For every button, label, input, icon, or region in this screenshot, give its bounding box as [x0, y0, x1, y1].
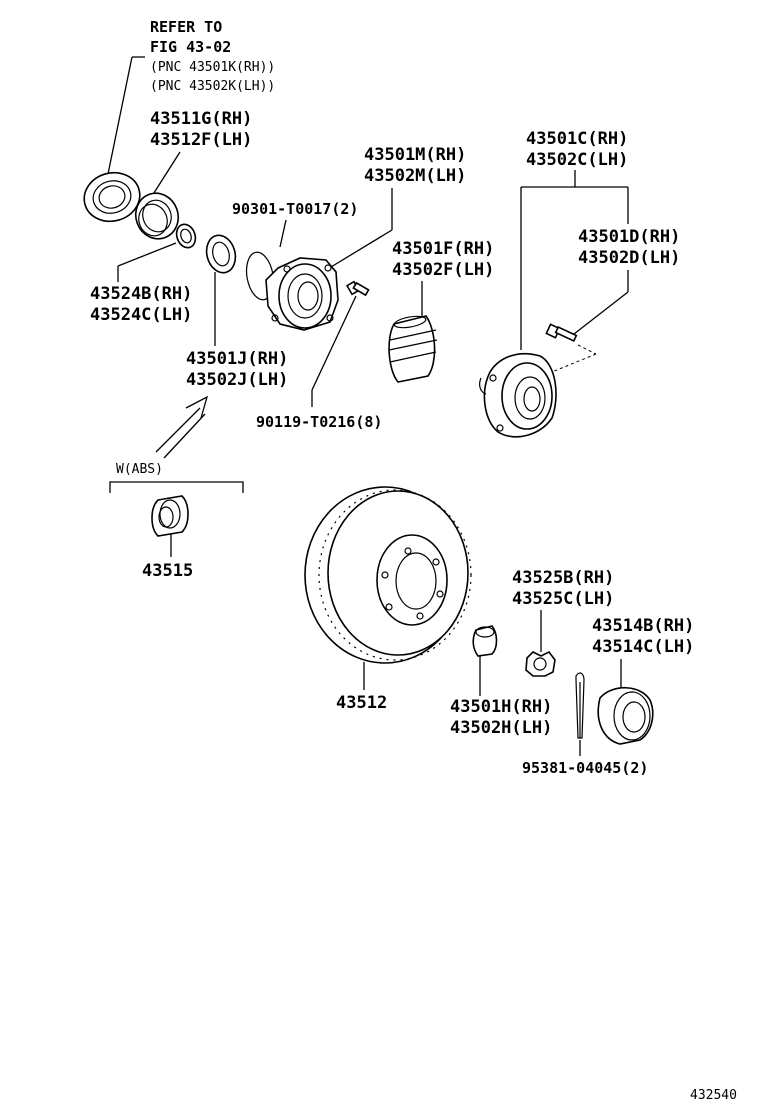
label-43501j: 43501J(RH): [186, 349, 288, 369]
label-43502c: 43502C(LH): [526, 150, 628, 170]
figure-id: 432540: [690, 1088, 737, 1103]
hub-stud-part: [545, 323, 578, 343]
stud-dash-2: [551, 353, 597, 373]
refer-line-2: FIG 43-02: [150, 38, 231, 56]
label-90301: 90301-T0017(2): [232, 200, 358, 218]
outer-bearing-part: [134, 192, 180, 240]
lock-washer-part: [472, 625, 498, 657]
label-wabs: W(ABS): [116, 462, 163, 477]
label-43502m: 43502M(LH): [364, 166, 466, 186]
label-43525b: 43525B(RH): [512, 568, 614, 588]
hub-cap-part: [597, 687, 654, 745]
label-43502f: 43502F(LH): [392, 260, 494, 280]
label-43512: 43512: [336, 693, 387, 713]
label-43524b: 43524B(RH): [90, 284, 192, 304]
flange-hub-part: [479, 352, 557, 438]
leader-43511g: [151, 151, 181, 197]
label-43501c: 43501C(RH): [526, 129, 628, 149]
label-95381: 95381-04045(2): [522, 759, 648, 777]
label-43501h: 43501H(RH): [450, 697, 552, 717]
label-43501m: 43501M(RH): [364, 145, 466, 165]
disc-rotor-part: [304, 486, 472, 664]
label-43524c: 43524C(LH): [90, 305, 192, 325]
castle-nut-part: [525, 650, 556, 677]
refer-line-3: (PNC 43501K(RH)): [150, 60, 275, 75]
refer-line-1: REFER TO: [150, 18, 222, 36]
front-hub-part: [265, 257, 339, 331]
stud-dash-1: [577, 344, 597, 355]
leader-90119-diag: [311, 295, 357, 391]
abs-bracket: [109, 481, 244, 493]
label-43515: 43515: [142, 561, 193, 581]
ring-washer-part: [205, 234, 237, 274]
grease-cap-part: [388, 315, 438, 383]
hub-bolt-part: [345, 280, 370, 297]
label-43502d: 43502D(LH): [578, 248, 680, 268]
label-43514b: 43514B(RH): [592, 616, 694, 636]
label-43514c: 43514C(LH): [592, 637, 694, 657]
label-43512f: 43512F(LH): [150, 130, 252, 150]
leader-refer: [107, 56, 133, 175]
label-43502h: 43502H(LH): [450, 718, 552, 738]
abs-sensor-rotor-part: [151, 495, 189, 537]
abs-arrow: [155, 395, 209, 459]
label-43501d: 43501D(RH): [578, 227, 680, 247]
label-43501f: 43501F(RH): [392, 239, 494, 259]
leader-43501d: [573, 291, 629, 335]
refer-line-4: (PNC 43502K(LH)): [150, 79, 275, 94]
thin-washer-part: [175, 223, 197, 249]
cotter-pin-part: [575, 672, 585, 739]
leader-43501m: [325, 229, 393, 271]
label-43525c: 43525C(LH): [512, 589, 614, 609]
label-43511g: 43511G(RH): [150, 109, 252, 129]
leader-90301: [279, 219, 287, 248]
leader-43524b: [117, 242, 177, 267]
oil-seal-outer-part: [83, 171, 141, 223]
label-90119: 90119-T0216(8): [256, 413, 382, 431]
label-43502j: 43502J(LH): [186, 370, 288, 390]
